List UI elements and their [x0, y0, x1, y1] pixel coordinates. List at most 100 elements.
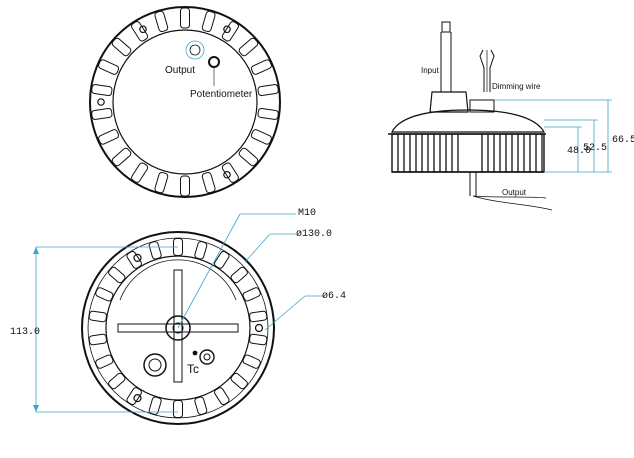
height-arrow-bottom — [33, 405, 39, 412]
ring-slot — [131, 21, 149, 42]
ring-slot — [108, 266, 126, 284]
ring-slot — [214, 387, 230, 406]
dimming-wire-right — [489, 49, 495, 92]
ring-slot — [126, 387, 142, 406]
cable-gland — [429, 91, 469, 113]
bottom-cavity — [119, 259, 237, 301]
dimming-wire-left — [479, 49, 485, 92]
ring-slot — [148, 241, 162, 260]
top-inner-ring — [112, 29, 258, 175]
dimming-wire-label: Dimming wire — [492, 82, 541, 91]
mount-hole-icon — [97, 98, 105, 106]
output-wire-lower — [472, 195, 553, 211]
bottom-outer-ring — [81, 231, 275, 425]
ring-slot — [257, 107, 279, 120]
tc-port-inner-icon — [203, 353, 211, 361]
mount-hole-icon — [139, 25, 147, 34]
potentiometer-knob-icon — [208, 56, 220, 68]
mount-hole-icon — [133, 394, 142, 403]
ring-slot — [98, 129, 120, 145]
ring-slot — [221, 162, 239, 183]
top-outer-ring — [89, 6, 281, 198]
input-cable-tip — [441, 21, 451, 33]
ring-slot — [111, 147, 132, 167]
ring-slot — [230, 266, 248, 284]
mount-hole-icon — [254, 323, 264, 333]
heatsink-body — [391, 133, 545, 173]
ring-slot — [173, 400, 183, 418]
heatsink-fins — [397, 134, 543, 172]
ring-slot — [230, 372, 248, 390]
ring-slot — [201, 10, 216, 33]
mount-hole-icon — [133, 253, 142, 262]
side-view: Input Dimming wire Output 48.0 52.5 66.5 — [388, 21, 634, 211]
dim-66-label: 66.5 — [612, 135, 634, 146]
ring-slot — [250, 129, 272, 145]
dia130-label: ø130.0 — [296, 229, 332, 240]
ring-slot — [249, 333, 268, 346]
top-ring-slots — [91, 7, 279, 197]
tc-dot-icon — [192, 350, 198, 356]
gland-ring — [469, 99, 495, 113]
height-label: 113.0 — [10, 327, 40, 338]
side-output-label: Output — [502, 188, 527, 197]
mount-hole-icon — [223, 170, 231, 179]
tc-port-icon — [199, 349, 215, 365]
ring-slot — [194, 241, 208, 260]
height-arrow-top — [33, 247, 39, 254]
ring-slot — [249, 310, 268, 323]
output-port-icon — [185, 40, 205, 60]
bottom-gland-inner-icon — [148, 358, 162, 372]
ring-slot — [88, 310, 107, 323]
ring-slot — [98, 59, 120, 75]
output-wire-upper — [472, 195, 547, 199]
bottom-mount-holes — [133, 253, 264, 403]
bottom-ring-slots — [88, 238, 268, 418]
center-hub-icon — [165, 315, 191, 341]
ring-slot — [242, 287, 261, 302]
output-port-inner-icon — [189, 44, 201, 56]
potentiometer-label: Potentiometer — [190, 89, 253, 100]
ring-slot — [154, 10, 169, 33]
ring-slot — [221, 21, 239, 42]
bottom-gland-icon — [143, 353, 167, 377]
center-hub-hole-icon — [172, 322, 184, 334]
ring-slot — [88, 333, 107, 346]
m10-leader-diagonal — [177, 213, 241, 329]
ring-slot — [242, 354, 261, 369]
ring-slot — [111, 37, 132, 57]
bottom-rib-vertical — [173, 269, 183, 383]
dim-52-label: 52.5 — [583, 143, 607, 154]
ring-slot — [91, 84, 113, 97]
m10-label: M10 — [298, 208, 316, 219]
top-view: Output Potentiometer — [89, 6, 281, 198]
bottom-rib-horizontal — [117, 323, 239, 333]
ring-slot — [126, 250, 142, 269]
dim-48-label: 48.0 — [567, 146, 591, 157]
housing-dome — [391, 109, 546, 133]
ring-slot — [194, 396, 208, 415]
ring-slot — [91, 107, 113, 120]
dia130-leader-diagonal — [244, 233, 271, 263]
ring-slot — [154, 171, 169, 194]
ring-slot — [148, 396, 162, 415]
ring-slot — [131, 162, 149, 183]
dia64-label: ø6.4 — [322, 291, 346, 302]
tc-label: Tc — [187, 362, 199, 376]
ring-slot — [250, 59, 272, 75]
dia64-leader-diagonal — [264, 295, 306, 331]
top-mount-holes — [97, 25, 231, 179]
ring-slot — [214, 250, 230, 269]
ring-slot — [257, 84, 279, 97]
output-label: Output — [165, 65, 195, 76]
ring-slot — [180, 175, 190, 197]
input-label: Input — [421, 66, 440, 75]
mount-hole-icon — [223, 25, 231, 34]
ring-slot — [180, 7, 190, 29]
ring-slot — [95, 287, 114, 302]
ring-slot — [201, 171, 216, 194]
ring-slot — [238, 147, 259, 167]
bottom-view: Tc M10 ø130.0 ø6.4 113.0 — [10, 208, 346, 425]
ring-slot — [95, 354, 114, 369]
